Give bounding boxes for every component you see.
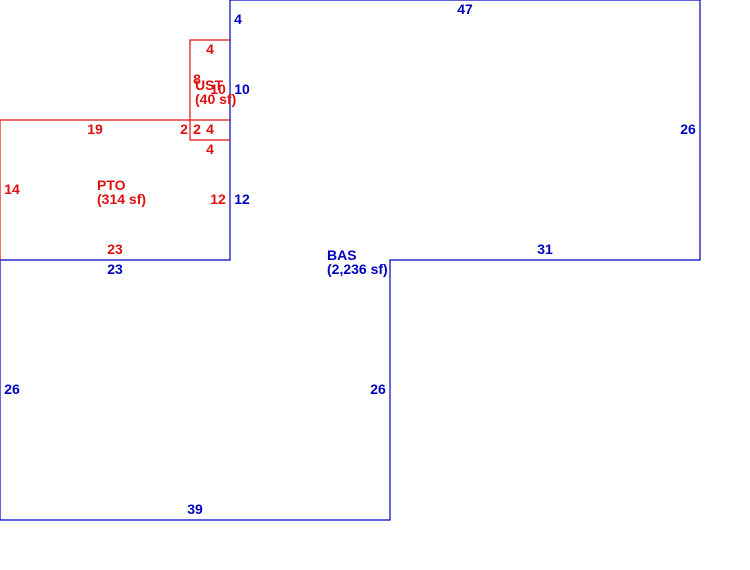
bas-name: BAS	[327, 247, 357, 263]
pto-bottom-dim: 23	[107, 241, 123, 257]
bas-upper-left-dim: 23	[107, 261, 123, 277]
pto-outline	[0, 119, 230, 260]
bas-left-dim: 26	[4, 381, 20, 397]
ust-right-dim: 10	[210, 81, 226, 97]
bas-step-h-dim: 31	[537, 241, 553, 257]
pto-notch-a-dim: 2	[180, 121, 188, 137]
pto-top-dim: 19	[87, 121, 103, 137]
ust-top-dim: 4	[206, 41, 214, 57]
ust-name: UST	[195, 77, 223, 93]
bas-right-dim: 26	[680, 121, 696, 137]
pto-right-dim: 12	[210, 191, 226, 207]
pto-name: PTO	[97, 177, 126, 193]
bas-bottom-dim: 39	[187, 501, 203, 517]
bas-top-dim: 47	[457, 1, 473, 17]
bas-seg-10-dim: 10	[234, 81, 250, 97]
ust-outline	[189, 39, 230, 141]
bas-seg-12-dim: 12	[234, 191, 250, 207]
pto-left-dim: 14	[4, 181, 20, 197]
pto-area: (314 sf)	[97, 191, 146, 207]
pto-notch-b-dim: 2	[193, 121, 201, 137]
ust-area: (40 sf)	[195, 91, 236, 107]
ust-bottom-dim: 4	[206, 141, 214, 157]
bas-step-v-dim: 26	[370, 381, 386, 397]
bas-area: (2,236 sf)	[327, 261, 388, 277]
bas-seg-4-dim: 4	[234, 11, 242, 27]
bas-outline	[0, 0, 701, 521]
ust-left-dim: 8	[193, 71, 201, 87]
ust-bottom-b-dim: 4	[206, 121, 214, 137]
